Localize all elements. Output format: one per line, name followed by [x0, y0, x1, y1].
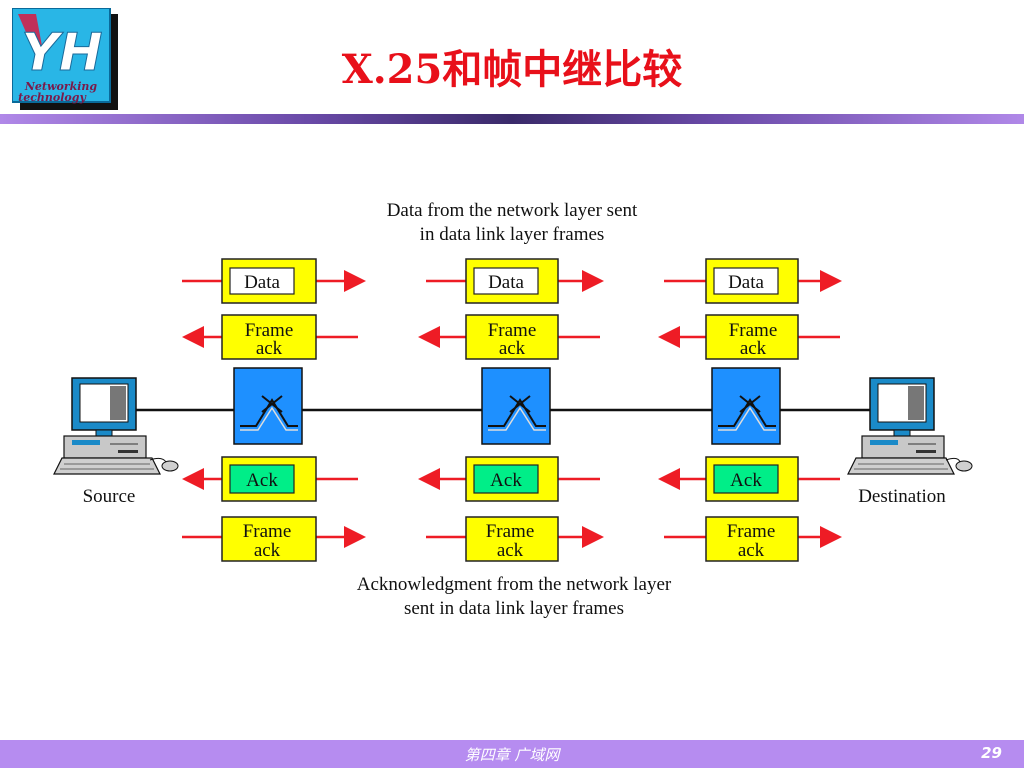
frame-ack-label-line2: ack	[740, 338, 767, 359]
frame-ack-frame	[221, 314, 317, 360]
source-keyboard	[53, 457, 161, 475]
data-label: Data	[244, 272, 280, 293]
frame-ack-frame	[705, 314, 799, 360]
source-label: Source	[83, 486, 136, 507]
page-number: 29	[981, 744, 1002, 762]
destination-base	[861, 435, 945, 459]
destination-computer: Destination	[847, 377, 973, 507]
frame-ack-label-line1: Frame	[486, 521, 535, 542]
frame-ack-frame	[465, 314, 559, 360]
frame-ack-label-line2: ack	[499, 338, 526, 359]
frame-ack-label-line1: Frame	[729, 320, 778, 341]
column-2: Data Frame ack Ack Frame ack	[418, 258, 604, 562]
ack-label: Ack	[490, 470, 522, 491]
destination-mouse	[955, 460, 973, 472]
bottom-caption-line2: sent in data link layer frames	[404, 598, 624, 619]
frame-relay-diagram: Data from the network layer sent in data…	[53, 200, 973, 619]
frame-ack-frame-2	[705, 516, 799, 562]
column-3: Data Frame ack Ack Frame ack	[658, 258, 842, 562]
frame-ack-label-line2: ack	[738, 540, 765, 561]
frame-ack-label-line2: ack	[256, 338, 283, 359]
footer-bar: 第四章 广域网 29	[0, 740, 1024, 768]
logo-letters: YH	[21, 23, 102, 83]
data-label: Data	[488, 272, 524, 293]
frame-ack-label-line1: Frame	[727, 521, 776, 542]
logo-text-line2: technology	[18, 91, 87, 104]
title-divider	[0, 114, 1024, 124]
ack-label: Ack	[730, 470, 762, 491]
source-mouse	[161, 460, 179, 472]
frame-ack-label-line2: ack	[254, 540, 281, 561]
slide-title: X.25和帧中继比较	[341, 46, 683, 93]
vh-logo: YH Networking technology	[12, 8, 118, 110]
column-1: Data Frame ack Ack Frame ack	[182, 258, 366, 562]
data-label: Data	[728, 272, 764, 293]
source-base	[63, 435, 147, 459]
footer-chapter: 第四章 广域网	[464, 746, 560, 764]
frame-ack-frame-2	[221, 516, 317, 562]
frame-ack-label-line1: Frame	[488, 320, 537, 341]
bottom-caption-line1: Acknowledgment from the network layer	[357, 574, 672, 595]
destination-label: Destination	[858, 486, 946, 507]
frame-ack-label-line1: Frame	[245, 320, 294, 341]
source-computer: Source	[53, 377, 179, 507]
top-caption-line2: in data link layer frames	[420, 224, 605, 245]
ack-label: Ack	[246, 470, 278, 491]
top-caption-line1: Data from the network layer sent	[387, 200, 638, 221]
logo-text-line1: Networking	[24, 80, 98, 93]
frame-ack-label-line1: Frame	[243, 521, 292, 542]
frame-ack-label-line2: ack	[497, 540, 524, 561]
destination-keyboard	[847, 457, 955, 475]
frame-ack-frame-2	[465, 516, 559, 562]
